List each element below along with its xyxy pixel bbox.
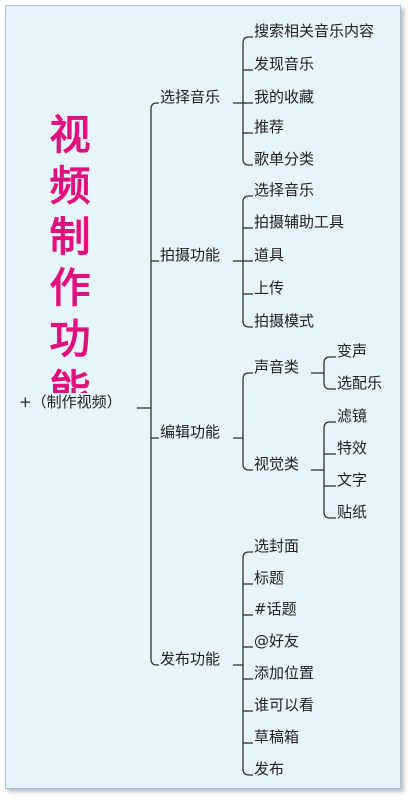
leaf-stickers: 贴纸: [336, 503, 369, 521]
title-char: 频: [49, 162, 91, 210]
group-visual: 视觉类: [253, 455, 301, 473]
root-node: +（制作视频）: [18, 393, 123, 411]
title-char: 功: [49, 315, 91, 363]
leaf-cover: 选封面: [253, 537, 301, 555]
leaf-topic: #话题: [253, 600, 298, 618]
leaf-voice-change: 变声: [336, 342, 369, 360]
leaf-publish: 发布: [253, 760, 286, 778]
leaf-search-music: 搜索相关音乐内容: [253, 22, 376, 40]
title-char: 作: [49, 264, 91, 312]
leaf-visibility: 谁可以看: [253, 696, 316, 714]
bracket-line: [150, 102, 162, 666]
leaf-mention: @好友: [253, 632, 301, 650]
bracket-line: [242, 372, 255, 471]
leaf-shooting-tools: 拍摄辅助工具: [253, 213, 346, 231]
bracket-line: [242, 36, 255, 166]
leaf-caption: 标题: [253, 569, 286, 587]
leaf-discover-music: 发现音乐: [253, 55, 316, 73]
leaf-background-music: 选配乐: [336, 374, 384, 392]
leaf-location: 添加位置: [253, 664, 316, 682]
branch-publish: 发布功能: [159, 650, 222, 668]
leaf-upload: 上传: [253, 279, 286, 297]
branch-editing: 编辑功能: [159, 423, 222, 441]
bracket-line: [323, 356, 338, 390]
leaf-filter: 滤镜: [336, 407, 369, 425]
leaf-recommend: 推荐: [253, 118, 286, 136]
leaf-effects: 特效: [336, 439, 369, 457]
diagram-title: 视 频 制 作 功 能: [48, 110, 92, 416]
branch-choose-music: 选择音乐: [159, 88, 222, 106]
leaf-drafts: 草稿箱: [253, 728, 301, 746]
branch-shooting: 拍摄功能: [159, 246, 222, 264]
leaf-shooting-mode: 拍摄模式: [253, 312, 316, 330]
title-char: 制: [49, 213, 91, 261]
leaf-select-music: 选择音乐: [253, 181, 316, 199]
leaf-props: 道具: [253, 246, 286, 264]
title-char: 视: [49, 111, 91, 159]
group-sound: 声音类: [253, 358, 301, 376]
leaf-text: 文字: [336, 471, 369, 489]
leaf-playlist-category: 歌单分类: [253, 150, 316, 168]
bracket-line: [242, 551, 255, 776]
bracket-line: [323, 421, 338, 519]
leaf-my-favorites: 我的收藏: [253, 88, 316, 106]
